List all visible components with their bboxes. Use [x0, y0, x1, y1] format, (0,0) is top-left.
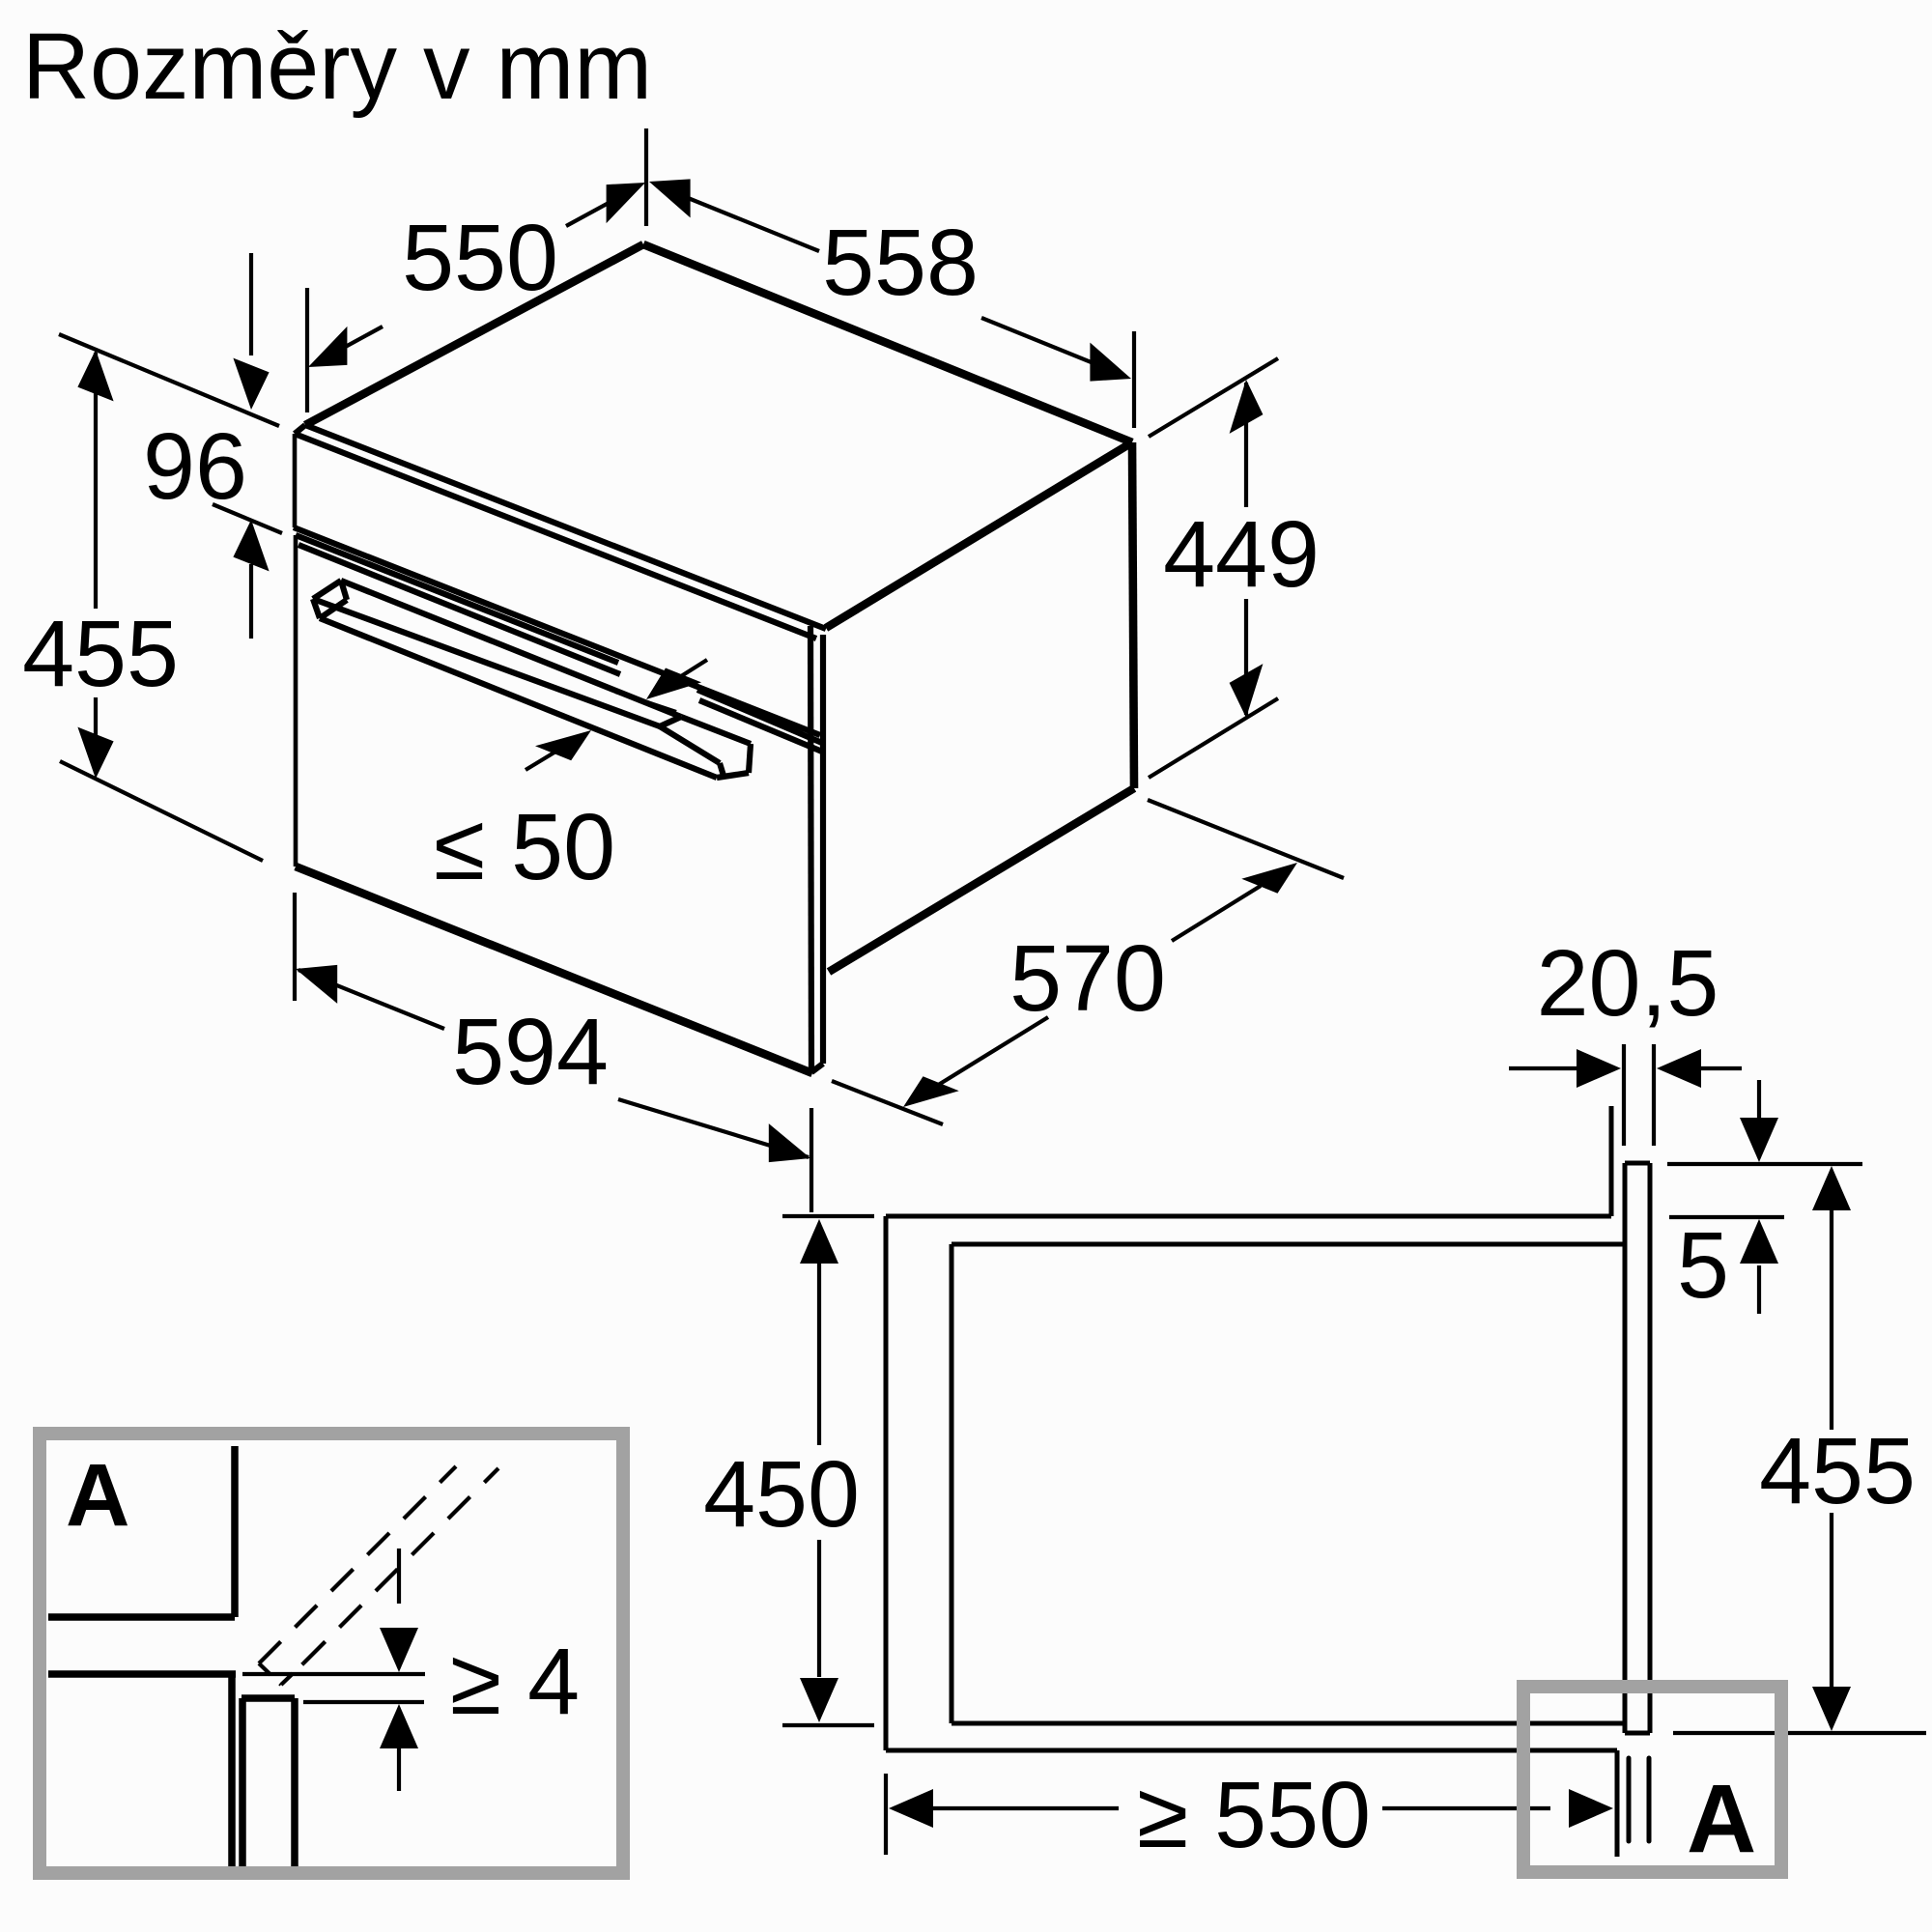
svg-text:A: A: [66, 1446, 129, 1545]
svg-text:≥ 550: ≥ 550: [1137, 1762, 1371, 1867]
svg-text:≤ 50: ≤ 50: [434, 794, 615, 899]
svg-text:558: 558: [822, 210, 979, 315]
svg-text:A: A: [1687, 1765, 1756, 1873]
svg-text:≥ 4: ≥ 4: [450, 1629, 580, 1734]
svg-text:455: 455: [22, 601, 179, 706]
svg-text:550: 550: [402, 205, 558, 310]
svg-text:20,5: 20,5: [1537, 930, 1719, 1036]
svg-text:594: 594: [452, 999, 609, 1104]
svg-text:449: 449: [1163, 501, 1320, 607]
svg-text:570: 570: [1009, 925, 1166, 1031]
svg-text:455: 455: [1759, 1418, 1916, 1523]
svg-text:96: 96: [143, 413, 247, 519]
svg-text:5: 5: [1677, 1212, 1729, 1318]
svg-text:450: 450: [703, 1441, 860, 1547]
